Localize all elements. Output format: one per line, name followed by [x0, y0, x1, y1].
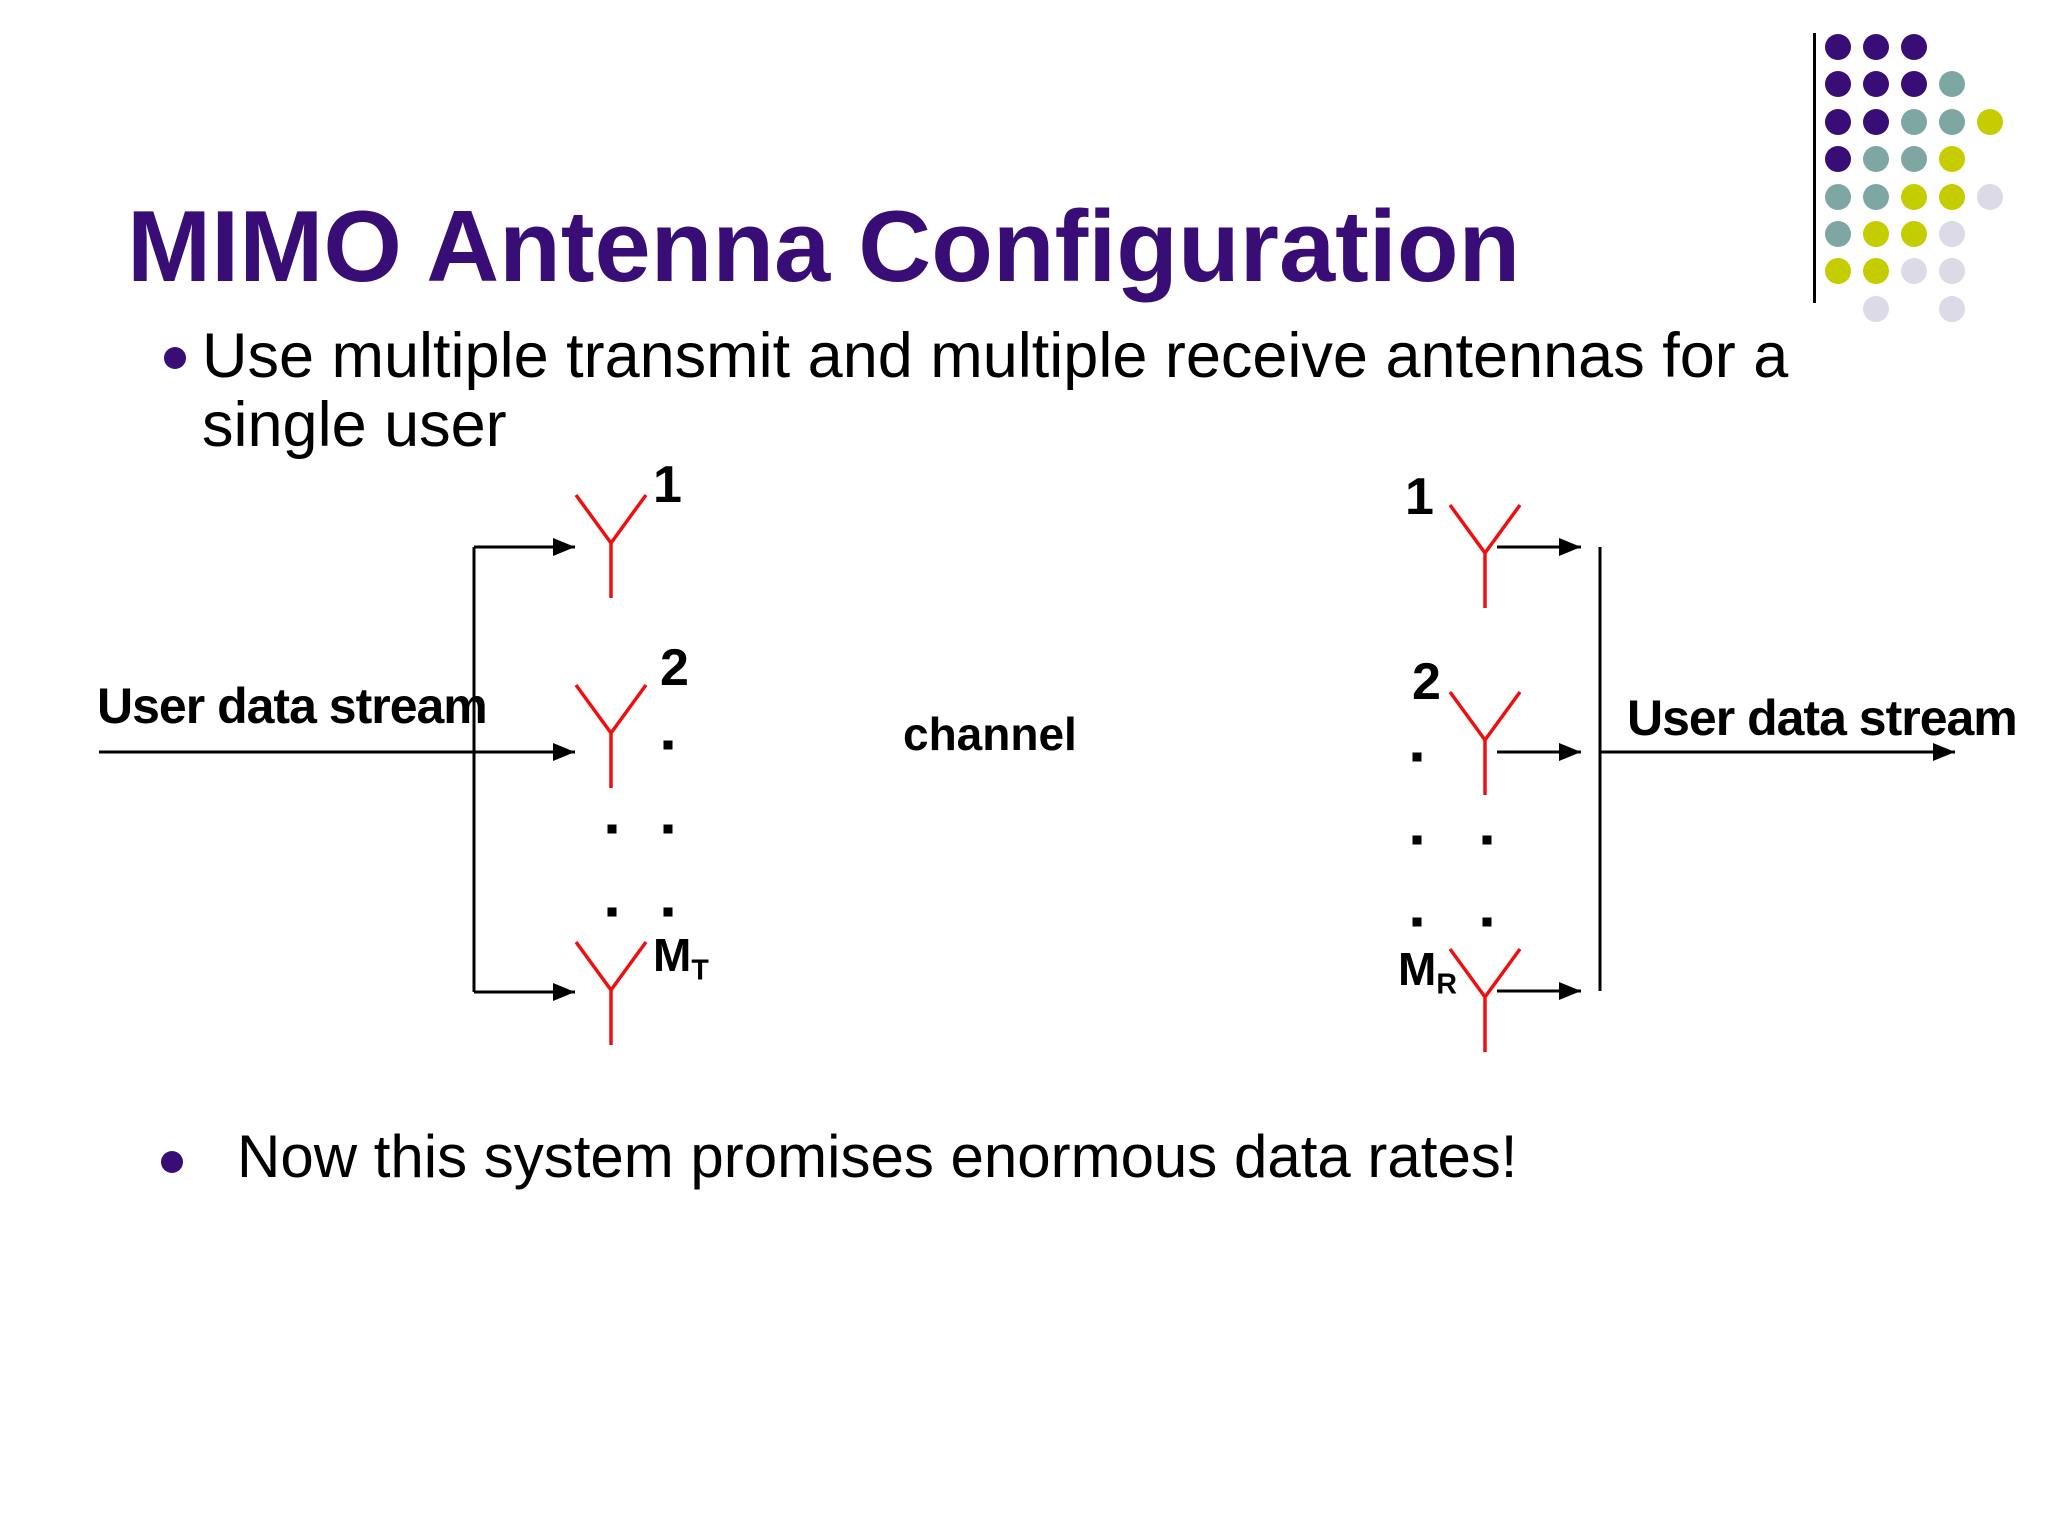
decor-dot	[1939, 295, 1965, 322]
left-stream-label: User data stream	[97, 678, 488, 734]
rx-antenna-m-icon	[1448, 947, 1522, 1052]
rx-antenna-m-base: M	[1398, 943, 1437, 995]
tx-antenna-m-subscript: T	[691, 954, 709, 987]
bullet-text-2-line-1: Now this system promises enormous data r…	[237, 1123, 1518, 1190]
decor-dot	[1901, 258, 1927, 285]
decor-dot	[1825, 71, 1851, 98]
rx-wiring	[1497, 538, 1955, 1000]
ellipsis-dot	[663, 907, 673, 917]
tx-antenna-2-label: 2	[660, 639, 689, 697]
decor-dot	[1901, 34, 1927, 60]
decor-dot	[1901, 183, 1927, 210]
decor-dot	[1863, 221, 1889, 247]
right-stream-label: User data stream	[1627, 690, 2018, 746]
antennas	[574, 493, 1522, 1052]
decor-vertical-line	[1813, 33, 1816, 303]
rx-antenna-2-label: 2	[1412, 653, 1441, 711]
ellipsis-dot	[1412, 917, 1422, 927]
ellipsis-dot	[1482, 835, 1492, 845]
ellipsis-dots	[607, 740, 1492, 927]
bullet-text-1-line-2: single user	[202, 390, 507, 460]
channel-label: channel	[903, 708, 1077, 760]
decor-dot	[1939, 258, 1965, 285]
decor-dot	[1825, 221, 1851, 247]
decor-dot	[1825, 34, 1851, 60]
ellipsis-dot	[607, 907, 617, 917]
ellipsis-dot	[1412, 835, 1422, 845]
decor-dot	[1901, 221, 1927, 247]
rx-antenna-1-label: 1	[1405, 468, 1434, 526]
decor-dot	[1863, 295, 1889, 322]
ellipsis-dot	[663, 740, 673, 750]
decor-dot	[1901, 146, 1927, 173]
decor-dot	[1825, 108, 1851, 135]
decor-dot	[1939, 146, 1965, 173]
tx-antenna-1-label: 1	[653, 456, 682, 514]
decor-dot	[1939, 71, 1965, 98]
decor-dot	[1863, 108, 1889, 135]
tx-wiring	[99, 538, 575, 1001]
page-title: MIMO Antenna Configuration	[127, 191, 1521, 303]
decor-dot	[1863, 146, 1889, 173]
decor-dot	[1825, 183, 1851, 210]
decor-dot	[1939, 183, 1965, 210]
rx-antenna-m-subscript: R	[1436, 968, 1457, 1001]
decor-dot	[1901, 71, 1927, 98]
tx-antenna-1-icon	[574, 493, 648, 598]
rx-antenna-2-icon	[1448, 690, 1522, 795]
tx-antenna-2-icon	[574, 683, 648, 788]
decor-dot	[1977, 108, 2003, 135]
ellipsis-dot	[1482, 917, 1492, 927]
decor-dot	[1863, 34, 1889, 60]
decor-dot	[1901, 108, 1927, 135]
decor-dot	[1863, 71, 1889, 98]
decor-dot	[1939, 108, 1965, 135]
tx-antenna-m-base: M	[653, 929, 692, 981]
ellipsis-dot	[1412, 752, 1422, 762]
tx-antenna-m-label: MT	[653, 929, 709, 985]
bullet-marker	[161, 1151, 183, 1173]
bullet-text-2: Now this system promises enormous data r…	[237, 1124, 1517, 1190]
decor-dot	[1825, 258, 1851, 285]
ellipsis-dot	[607, 824, 617, 834]
decor-dot	[1977, 183, 2003, 210]
ellipsis-dot	[663, 824, 673, 834]
tx-antenna-m-icon	[574, 940, 648, 1045]
bullet-text-1-line-1: Use multiple transmit and multiple recei…	[202, 321, 1789, 391]
rx-antenna-m-label: MR	[1398, 943, 1457, 999]
decor-dot	[1863, 258, 1889, 285]
decor-dot	[1863, 183, 1889, 210]
decor-dot	[1939, 221, 1965, 247]
decor-dot	[1825, 146, 1851, 173]
bullet-text-1: Use multiple transmit and multiple recei…	[202, 322, 1788, 460]
rx-antenna-1-icon	[1448, 503, 1522, 608]
bullet-marker	[164, 347, 186, 369]
